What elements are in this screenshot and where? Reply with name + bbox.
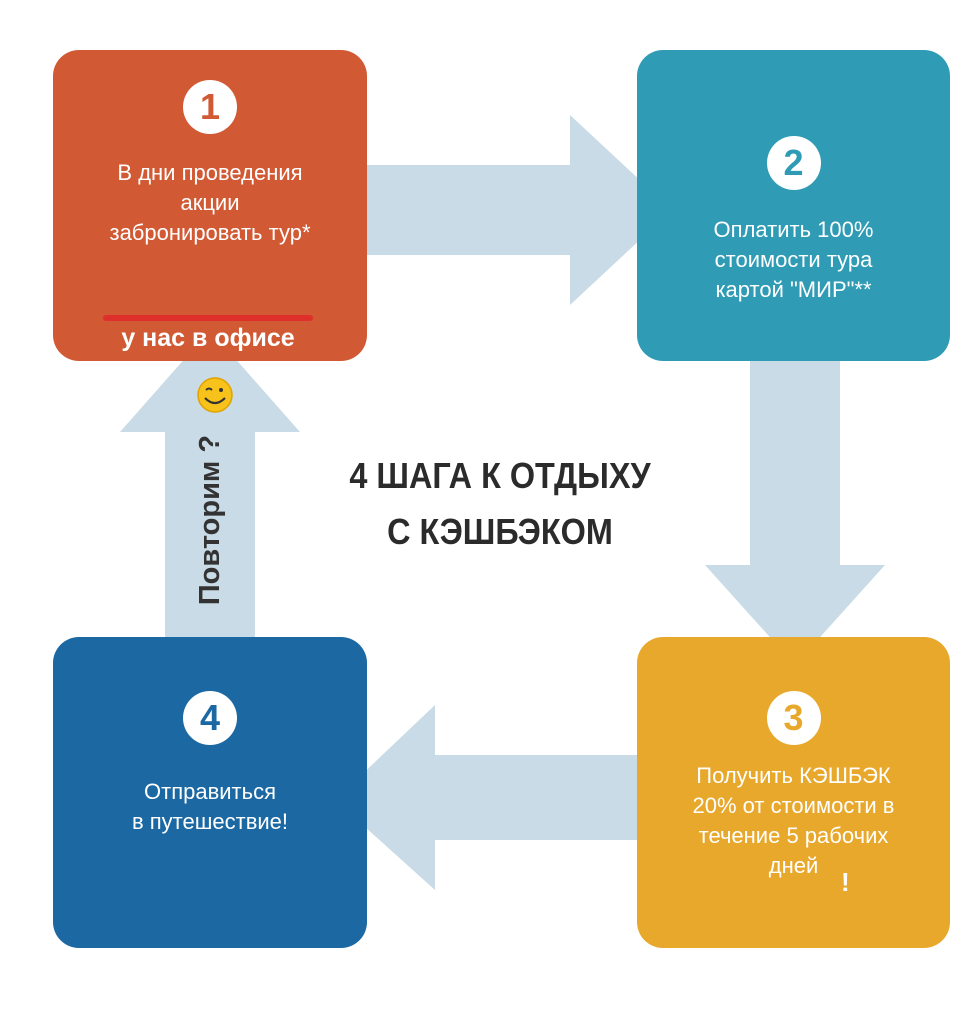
arrow-step2-to-step3: [705, 340, 885, 665]
center-title-line2: С КЭШБЭКОМ: [387, 511, 613, 552]
arrow-step3-to-step4: [335, 705, 655, 890]
arrow-step4-to-step1: [120, 330, 300, 655]
step-3-text: Получить КЭШБЭК 20% от стоимости в течен…: [692, 763, 895, 878]
center-title: 4 ШАГА К ОТДЫХУ С КЭШБЭКОМ: [320, 448, 680, 560]
step-1-card: 1 В дни проведения акции забронировать т…: [53, 50, 367, 361]
step-2-number: 2: [766, 136, 821, 190]
step-3-exclamation: !: [841, 867, 850, 897]
step-1-text: В дни проведения акции забронировать тур…: [109, 160, 311, 245]
highlight-underline: [103, 315, 313, 321]
step-4-text: Отправиться в путешествие!: [131, 779, 289, 834]
step-1-number: 1: [183, 80, 237, 134]
step-4-number: 4: [183, 691, 237, 745]
step-3-card: 3 Получить КЭШБЭК 20% от стоимости в теч…: [637, 637, 950, 948]
step-4-card: 4 Отправиться в путешествие!: [53, 637, 367, 948]
step-2-card: 2 Оплатить 100% стоимости тура картой "М…: [637, 50, 950, 361]
step-2-text: Оплатить 100% стоимости тура картой "МИР…: [713, 217, 874, 302]
step-3-number: 3: [766, 691, 821, 745]
step-1-highlight: у нас в офисе: [121, 324, 295, 352]
smiley-icon: [197, 377, 233, 413]
repeat-label: Повторим ?: [194, 434, 226, 606]
arrow-step1-to-step2: [345, 115, 672, 305]
center-title-line1: 4 ШАГА К ОТДЫХУ: [349, 455, 651, 496]
